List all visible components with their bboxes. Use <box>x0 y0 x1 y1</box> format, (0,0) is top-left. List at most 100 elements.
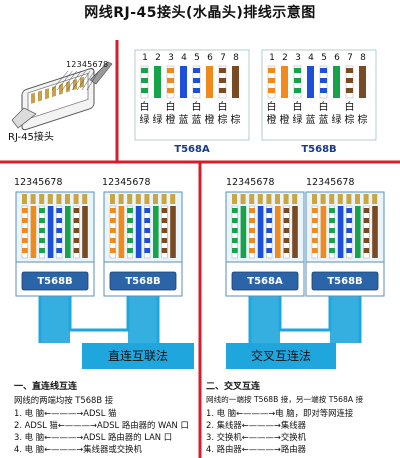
rj45-connector <box>15 191 95 297</box>
wire-stripe <box>294 78 301 83</box>
wire-pin-4 <box>135 206 142 258</box>
connector-label: T568B <box>125 276 161 287</box>
legend-straight-subtitle: 网线的两端均按 T568B 接 <box>14 395 114 405</box>
plug-leader-line <box>61 70 77 91</box>
wire-pin-7 <box>363 205 370 259</box>
connector-contact <box>320 194 326 204</box>
connector-boot <box>15 261 95 297</box>
wire-stripe <box>266 228 272 233</box>
connector-contact <box>22 194 27 204</box>
wire-stripe <box>249 248 255 253</box>
wire-stripe <box>283 228 290 233</box>
wire-pin-3 <box>293 65 302 99</box>
wire-stripe <box>127 238 133 243</box>
wire-solid <box>240 206 247 258</box>
plug-leader-line <box>56 70 73 91</box>
legend-cross-line: 1. 电 脑←———→电 脑，即对等网连接 <box>206 408 354 418</box>
wire-solid <box>47 206 54 258</box>
wire-solid <box>372 206 378 258</box>
standard-label: T568B <box>301 144 337 155</box>
wire-stripe <box>320 88 327 93</box>
connector-body <box>225 191 305 263</box>
wire-stripe <box>73 238 80 243</box>
wire-solid <box>355 206 361 258</box>
wire-solid <box>82 206 88 258</box>
wire-stripe <box>167 78 174 83</box>
standard-color-bottom: 蓝 <box>305 115 316 126</box>
connector-boot <box>225 261 305 297</box>
connector-contact <box>329 194 335 204</box>
wire-stripe <box>144 208 150 213</box>
wire-stripe <box>127 208 133 213</box>
wire-pin-8 <box>372 206 378 258</box>
wire-solid <box>135 206 142 258</box>
connector-label-plate <box>109 271 177 291</box>
connector-label-plate <box>21 271 89 291</box>
connector-label: T568A <box>247 276 283 287</box>
connector-pin-numbers: 12345678 <box>102 177 151 188</box>
wire-pin-6 <box>65 206 71 258</box>
standard-color-bottom: 绿 <box>292 115 303 126</box>
wire-stripe <box>346 218 352 223</box>
wire-stripe <box>22 218 28 223</box>
connector-contact <box>170 194 176 204</box>
wire-solid <box>333 66 340 98</box>
standard-pin-number: 7 <box>220 53 226 63</box>
wire-pin-4 <box>307 66 314 98</box>
connector-contact <box>355 194 360 204</box>
cable-jacket-left <box>250 296 280 343</box>
wire-stripe <box>141 68 148 73</box>
wire-stripe <box>320 78 327 83</box>
plug-contact <box>45 88 49 100</box>
connector-contact <box>232 194 237 204</box>
wire-stripe <box>39 228 45 233</box>
connector-body <box>305 191 385 263</box>
connector-contact <box>47 194 53 204</box>
connector-contact <box>292 194 298 204</box>
wire-stripe <box>56 218 62 223</box>
cable-crossover <box>225 191 385 343</box>
wire-stripe <box>110 208 116 213</box>
wire-solid <box>359 66 366 98</box>
standard-pin-number: 1 <box>142 53 148 63</box>
standard-color-bottom: 棕 <box>357 115 368 126</box>
rj45-connector <box>225 191 305 297</box>
wire-solid <box>307 66 314 98</box>
connector-pin-numbers: 12345678 <box>14 177 63 188</box>
standard-pin-number: 6 <box>334 53 340 63</box>
wire-pin-6 <box>206 66 213 98</box>
connector-pin-numbers: 12345678 <box>226 177 275 188</box>
wire-solid <box>281 66 288 98</box>
standard-pin-number: 2 <box>282 53 288 63</box>
wire-stripe <box>219 68 226 73</box>
wire-pin-2 <box>118 206 125 258</box>
standard-color-bottom: 橙 <box>266 115 277 126</box>
wire-pin-6 <box>153 206 159 258</box>
wire-pin-6 <box>333 66 340 98</box>
wire-stripe <box>73 228 80 233</box>
standard-pin-number: 8 <box>233 53 239 63</box>
wire-stripe <box>39 238 45 243</box>
wire-pin-1 <box>267 65 276 99</box>
banner-straight-through: 直连互联法 <box>82 343 194 369</box>
connector-contact <box>240 194 246 204</box>
wire-stripe <box>193 78 200 83</box>
connector-pin-numbers: 12345678 <box>306 177 355 188</box>
wire-stripe <box>144 238 150 243</box>
wire-pin-2 <box>240 206 247 258</box>
plug-leader-line <box>51 70 69 91</box>
standard-color-top: 白 <box>344 102 355 113</box>
plug-leader-line <box>66 70 82 91</box>
banner-crossover: 交叉互连法 <box>226 343 336 369</box>
wire-pin-8 <box>170 206 176 258</box>
wire-solid <box>180 66 187 98</box>
standard-color-top: 白 <box>318 102 329 113</box>
wire-stripe <box>56 208 62 213</box>
wire-stripe <box>219 78 226 83</box>
standard-color-bottom: 橙 <box>204 115 215 126</box>
cable-jacket-left <box>40 296 70 343</box>
standard-color-bottom: 棕 <box>217 115 228 126</box>
wire-stripe <box>193 68 200 73</box>
wire-stripe <box>329 228 335 233</box>
